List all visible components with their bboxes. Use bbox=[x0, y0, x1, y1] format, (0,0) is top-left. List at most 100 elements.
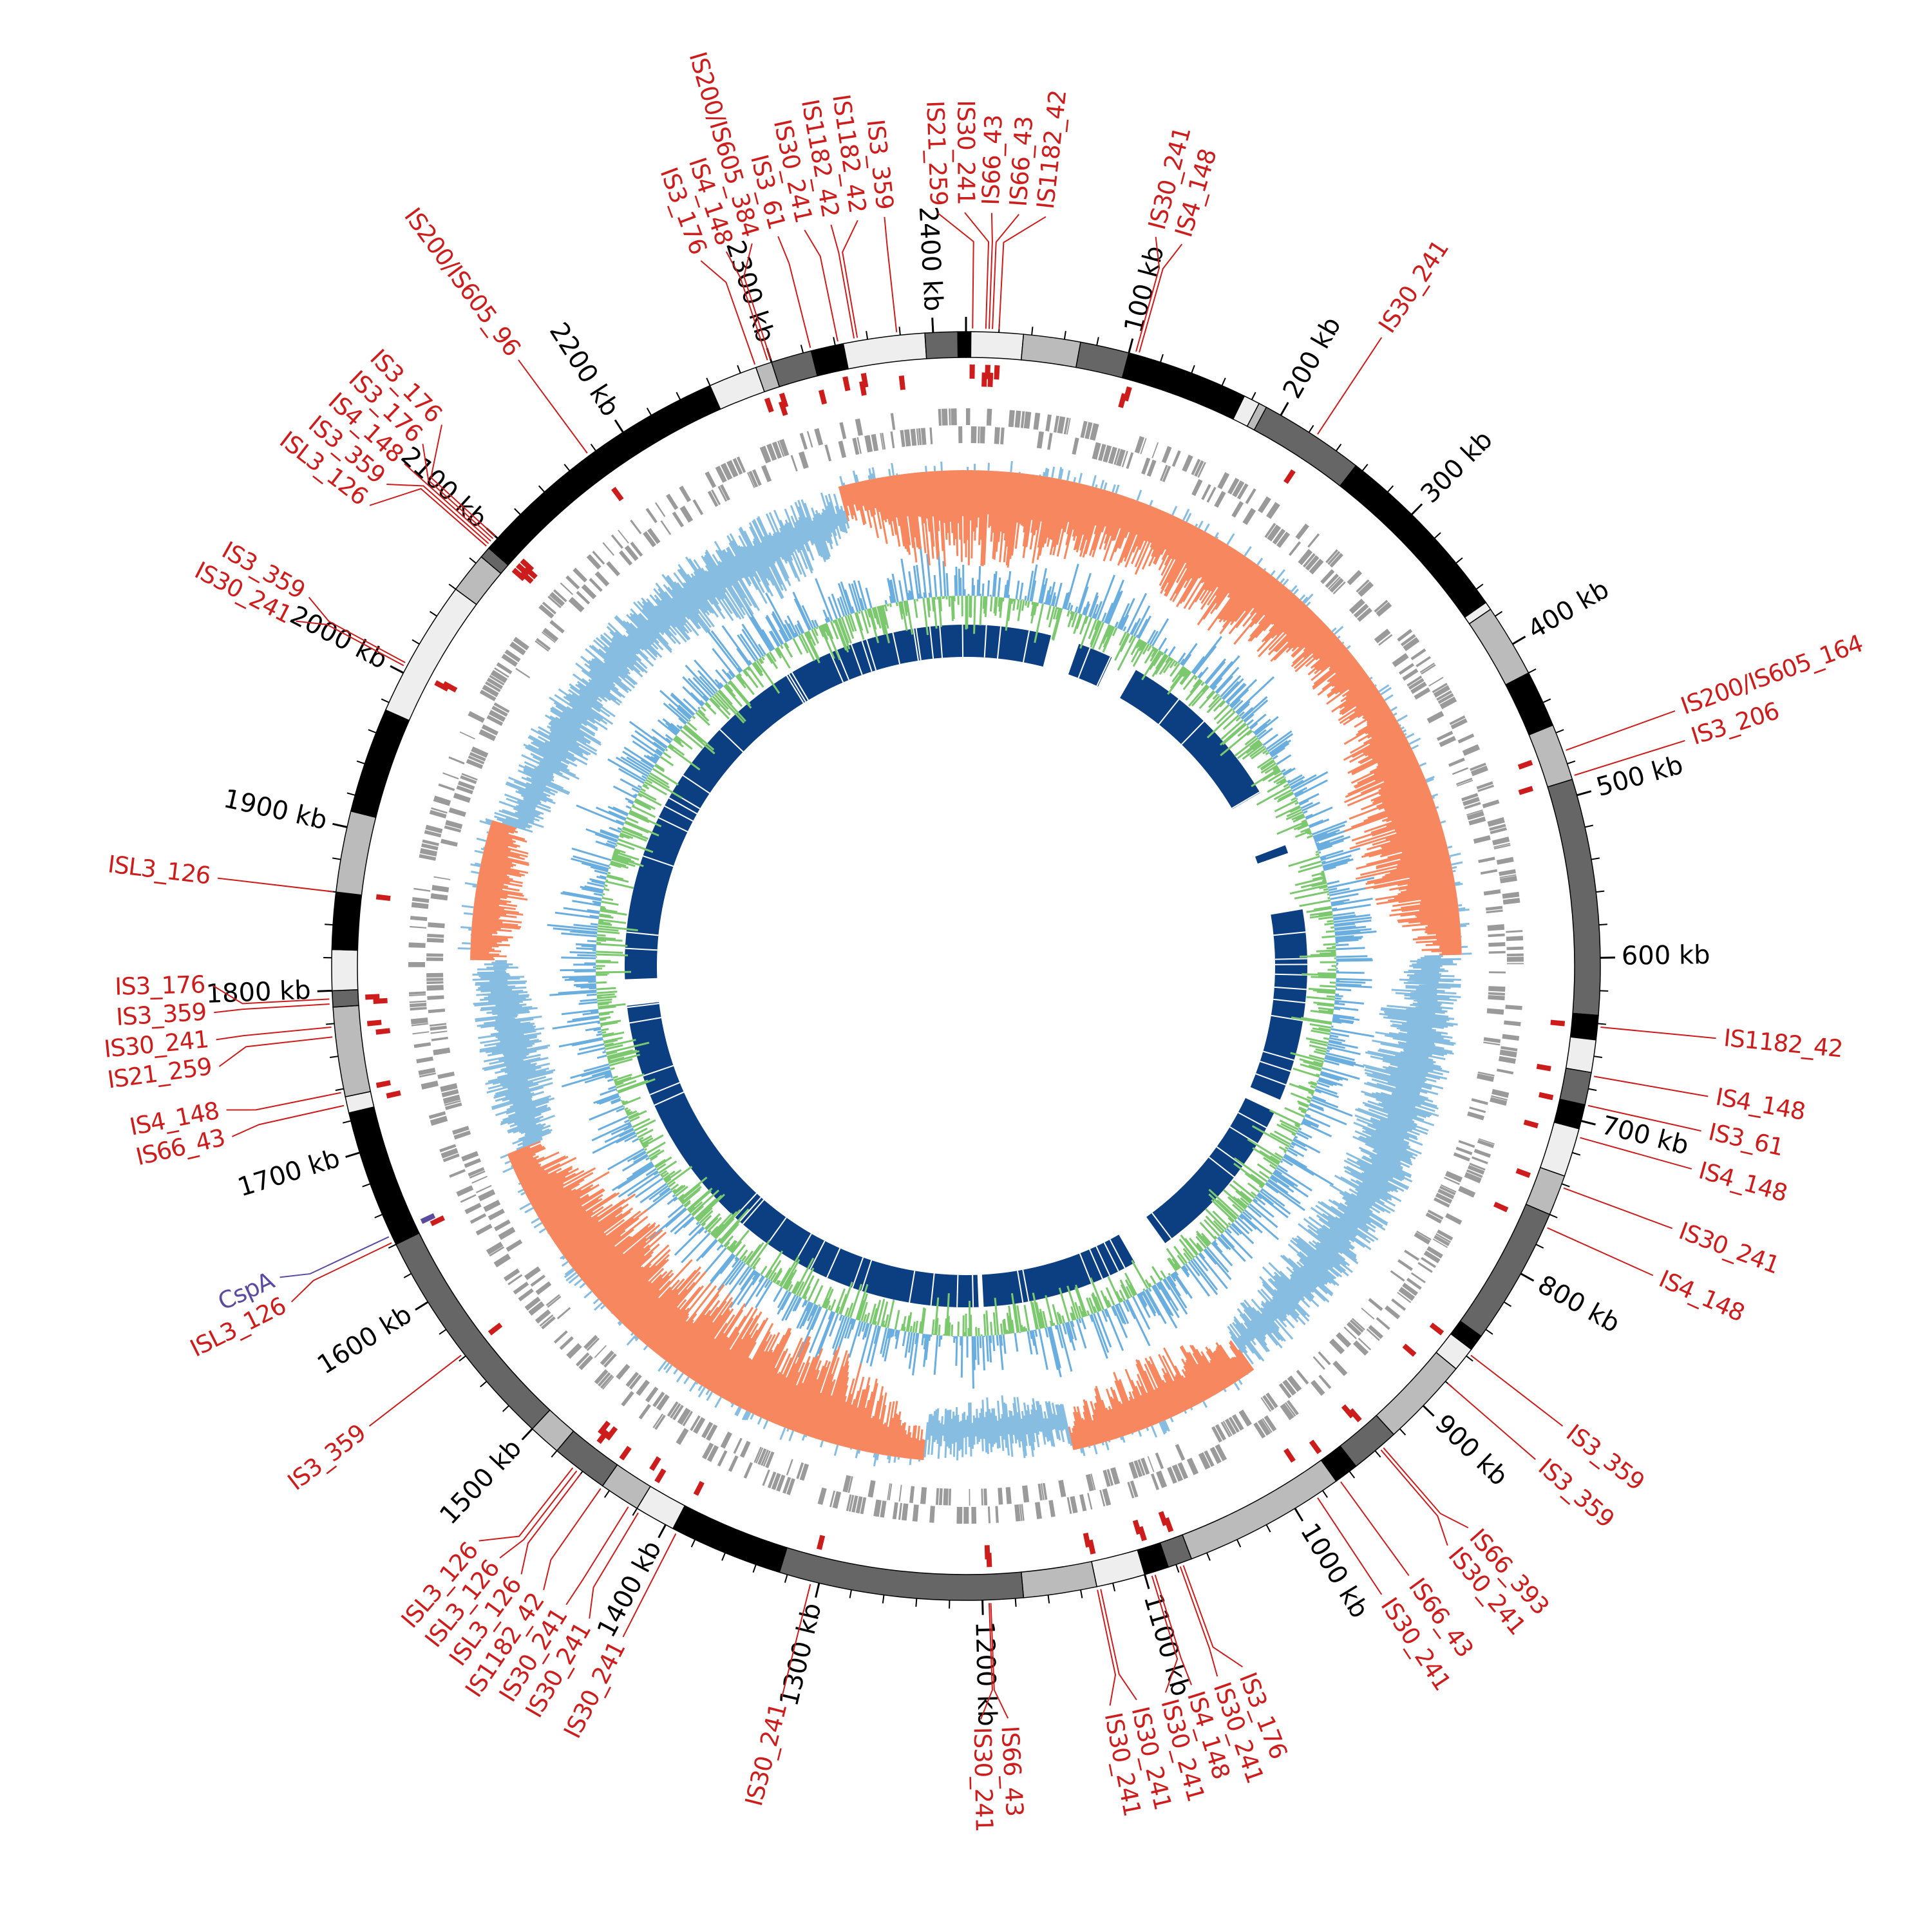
is-element-marker bbox=[1132, 1519, 1142, 1535]
is-element-marker bbox=[366, 1019, 382, 1027]
tick-label: 1800 kb bbox=[205, 976, 312, 1009]
is-element-marker bbox=[596, 1429, 610, 1444]
is-element-label: IS30_241 bbox=[740, 1700, 792, 1808]
contig-segment bbox=[384, 588, 477, 721]
label-leader-line bbox=[937, 213, 974, 329]
is-element-marker bbox=[1523, 1119, 1539, 1129]
coverage-gap bbox=[682, 775, 710, 794]
tick-label: 2400 kb bbox=[913, 205, 948, 312]
label-leader-line bbox=[804, 229, 838, 342]
minor-tick bbox=[1567, 760, 1576, 764]
minor-tick bbox=[603, 1490, 610, 1498]
is-element-marker bbox=[1341, 1404, 1355, 1419]
is-element-marker bbox=[373, 998, 388, 1005]
label-leader-line bbox=[743, 243, 772, 359]
label-leader-line bbox=[1154, 1575, 1193, 1685]
label-leader-line bbox=[216, 1026, 332, 1041]
label-leader-line bbox=[422, 444, 494, 540]
is-element-label: IS1182_42 bbox=[1032, 89, 1072, 211]
coverage-block bbox=[627, 1001, 980, 1308]
label-leader-line bbox=[1580, 1137, 1692, 1170]
major-tick bbox=[1144, 1574, 1150, 1589]
contig-segment bbox=[924, 331, 959, 359]
minor-tick bbox=[706, 377, 711, 386]
minor-tick bbox=[1322, 1490, 1329, 1498]
coverage-gap bbox=[930, 1273, 935, 1306]
minor-tick bbox=[1466, 1355, 1473, 1362]
minor-tick bbox=[1112, 1582, 1116, 1592]
minor-tick bbox=[1555, 729, 1564, 734]
minor-tick bbox=[646, 408, 652, 416]
is-element-marker bbox=[1158, 1511, 1168, 1526]
tick-label: 1300 kb bbox=[774, 1600, 828, 1709]
coverage-gap bbox=[1274, 986, 1307, 990]
contig-segment bbox=[1253, 406, 1357, 487]
minor-tick bbox=[1399, 1428, 1406, 1435]
label-leader-line bbox=[777, 236, 811, 348]
minor-tick bbox=[1475, 583, 1484, 590]
is-element-marker bbox=[818, 389, 828, 405]
coverage-gap bbox=[915, 628, 922, 661]
contig-segment bbox=[348, 1106, 420, 1245]
coverage-block bbox=[1068, 643, 1112, 687]
major-tick bbox=[815, 1582, 820, 1598]
gc-skew-negative bbox=[470, 469, 1462, 1461]
contig-segment bbox=[1121, 352, 1245, 420]
minor-tick bbox=[882, 1595, 885, 1604]
coverage-gap bbox=[861, 640, 873, 672]
coverage-gap bbox=[1109, 1239, 1126, 1269]
coverage-gap bbox=[791, 672, 809, 701]
minor-tick bbox=[538, 485, 545, 493]
minor-tick bbox=[1265, 1524, 1271, 1533]
contig-segment bbox=[395, 1232, 551, 1430]
contig-segment bbox=[672, 1505, 788, 1573]
label-leader-line bbox=[1547, 1227, 1654, 1276]
coverage-gap bbox=[1271, 1014, 1303, 1021]
contig-segment bbox=[965, 331, 972, 358]
is-element-label: IS66_43 bbox=[1005, 116, 1039, 208]
coverage-gap bbox=[977, 1274, 980, 1307]
label-leader-line bbox=[231, 1104, 345, 1137]
minor-tick bbox=[1221, 377, 1226, 386]
tick-label: 900 kb bbox=[1429, 1409, 1513, 1492]
minor-tick bbox=[551, 1450, 558, 1458]
is-element-marker bbox=[842, 376, 851, 392]
coverage-gap bbox=[1022, 1269, 1030, 1302]
is-element-marker bbox=[524, 565, 538, 580]
is-element-label: IS4_148 bbox=[1714, 1083, 1807, 1126]
label-leader-line bbox=[842, 220, 858, 338]
is-element-label: IS3_61 bbox=[1706, 1118, 1786, 1162]
minor-tick bbox=[721, 1552, 726, 1561]
gc-skew-track bbox=[457, 460, 1472, 1466]
is-element-marker bbox=[365, 994, 380, 1000]
coverage-gap bbox=[1255, 844, 1285, 857]
is-element-marker bbox=[817, 1535, 826, 1550]
minor-tick bbox=[866, 330, 869, 340]
minor-tick bbox=[325, 923, 334, 926]
major-tick bbox=[1520, 1273, 1535, 1282]
is-element-label: IS4_148 bbox=[1696, 1157, 1790, 1208]
coverage-gap bbox=[767, 1217, 787, 1244]
label-leader-line bbox=[279, 1236, 390, 1278]
minor-tick bbox=[1361, 464, 1368, 471]
tick-label: 400 kb bbox=[1522, 574, 1614, 645]
minor-tick bbox=[676, 392, 681, 401]
major-tick bbox=[1580, 1120, 1596, 1126]
is-element-marker bbox=[994, 365, 1000, 380]
label-leader-line bbox=[296, 620, 404, 667]
minor-tick bbox=[1387, 485, 1394, 493]
coverage-gap bbox=[929, 626, 934, 659]
tick-label: 1200 kb bbox=[969, 1621, 1001, 1727]
label-leader-line bbox=[992, 214, 1019, 329]
is-element-marker bbox=[611, 486, 624, 502]
contig-segment bbox=[1468, 609, 1530, 686]
is-element-marker bbox=[1283, 1448, 1296, 1463]
minor-tick bbox=[1598, 923, 1607, 926]
tick-label: 2000 kb bbox=[285, 600, 392, 675]
coverage-gap bbox=[654, 1091, 685, 1106]
minor-tick bbox=[1535, 1244, 1544, 1249]
coverage-gap bbox=[809, 1240, 826, 1270]
coverage-gap bbox=[913, 629, 920, 661]
label-leader-line bbox=[1380, 1449, 1448, 1546]
